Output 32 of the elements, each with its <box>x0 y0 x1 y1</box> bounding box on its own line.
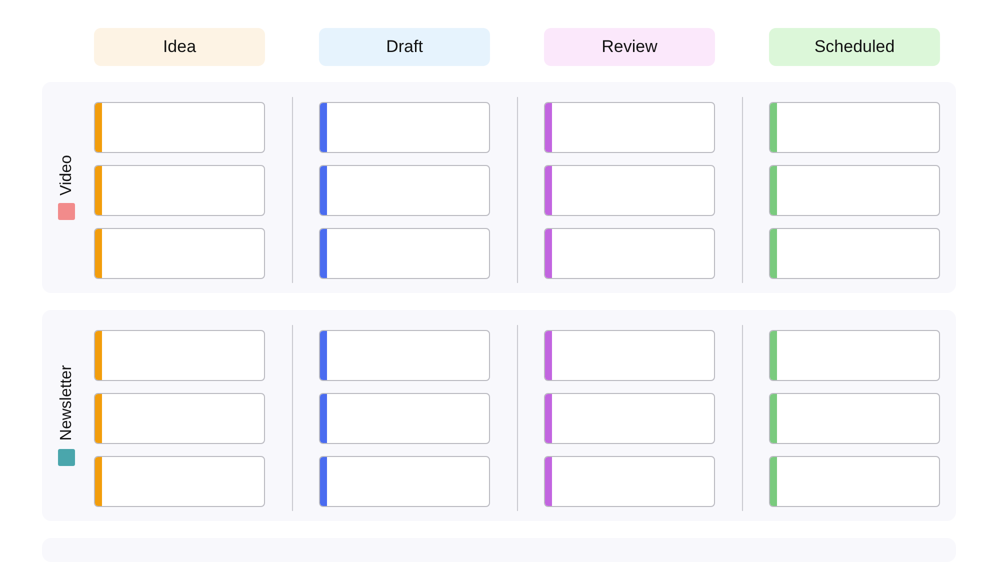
swimlane-band <box>42 82 956 293</box>
task-card <box>769 165 940 216</box>
task-card <box>544 102 715 153</box>
task-card <box>319 456 490 507</box>
task-card <box>769 228 940 279</box>
task-card <box>544 165 715 216</box>
task-card <box>769 330 940 381</box>
column-header: Draft <box>319 28 490 66</box>
lane-label: Newsletter <box>58 365 76 441</box>
task-card <box>769 393 940 444</box>
task-card <box>94 330 265 381</box>
task-card <box>94 165 265 216</box>
task-card <box>544 393 715 444</box>
task-card <box>94 456 265 507</box>
task-card <box>769 102 940 153</box>
task-card <box>319 165 490 216</box>
lane-label: Video <box>58 154 76 196</box>
task-card <box>94 102 265 153</box>
task-card <box>544 456 715 507</box>
column-header: Scheduled <box>769 28 940 66</box>
task-card <box>319 393 490 444</box>
task-card <box>319 102 490 153</box>
task-card <box>544 330 715 381</box>
swimlane-band <box>42 310 956 521</box>
task-card <box>544 228 715 279</box>
task-card <box>769 456 940 507</box>
column-header: Review <box>544 28 715 66</box>
task-card <box>319 228 490 279</box>
task-card <box>94 393 265 444</box>
task-card <box>319 330 490 381</box>
column-header: Idea <box>94 28 265 66</box>
task-card <box>94 228 265 279</box>
